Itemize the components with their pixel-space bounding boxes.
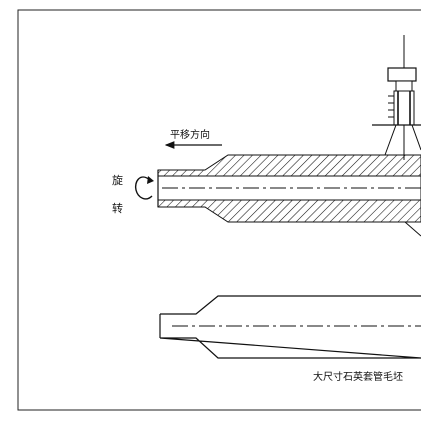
leader-line: [404, 221, 421, 237]
upper-tube-section: [157, 154, 421, 223]
burner-neck: [395, 80, 413, 92]
translation-direction-label: 平移方向: [170, 128, 210, 141]
lower-tube-outline: [159, 295, 421, 359]
lower-tube-body: [159, 295, 421, 359]
upper-tube-top-wall: [157, 154, 421, 177]
burner-flame: [384, 124, 421, 156]
rotation-label-char-2: 转: [112, 201, 123, 215]
burner-coil-body: [393, 90, 415, 126]
upper-tube-bottom-wall: [157, 199, 421, 223]
rotation-arrow: [134, 176, 153, 200]
figure-caption: 大尺寸石英套管毛坯: [313, 370, 403, 383]
rotation-label-char-1: 旋: [112, 173, 123, 187]
figure-frame: [17, 9, 421, 411]
rotation-arrowhead: [147, 176, 154, 184]
burner-top-block: [387, 67, 417, 82]
burner-assembly: [372, 35, 421, 237]
